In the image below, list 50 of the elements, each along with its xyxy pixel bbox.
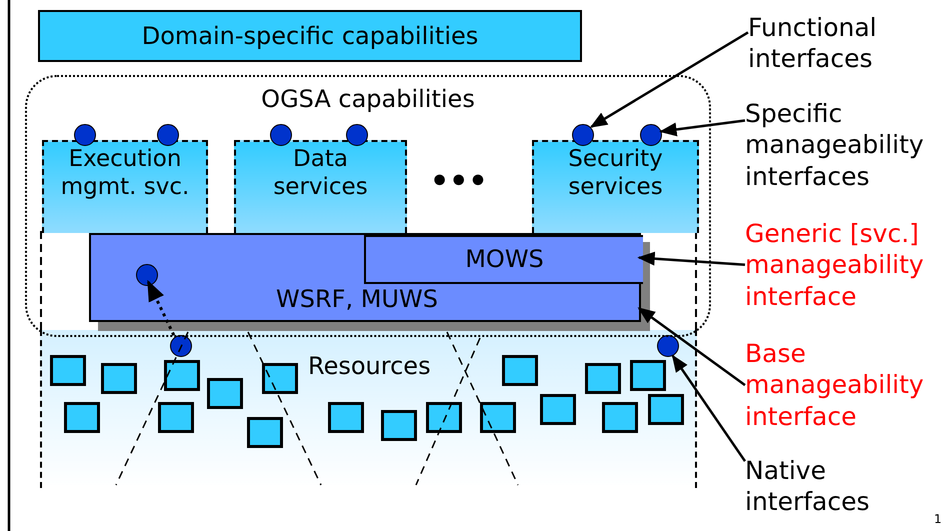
callout-text: Generic [svc.] manageability interface [745, 218, 949, 314]
resource-square [64, 402, 100, 433]
resource-square [648, 394, 684, 425]
interface-dot [136, 264, 158, 286]
interface-dot [657, 335, 679, 357]
interface-dot [270, 124, 292, 146]
capability-region [25, 75, 711, 337]
resource-square [381, 410, 417, 441]
resource-square [426, 402, 462, 433]
resource-square [262, 363, 298, 394]
resource-square [158, 402, 194, 433]
arrow [590, 31, 749, 128]
interface-dot [572, 124, 594, 146]
callout-text: Base manageability interface [745, 338, 949, 434]
callout-text: Specific manageability interfaces [745, 98, 945, 196]
resource-square [540, 394, 576, 425]
arrow [638, 307, 746, 386]
resource-square [101, 363, 137, 394]
callout-text: Native interfaces [745, 455, 905, 523]
resource-square [328, 402, 364, 433]
resource-square [164, 360, 200, 391]
page-number: 1 [934, 512, 942, 526]
arrow [637, 252, 746, 266]
resource-square [207, 378, 243, 409]
interface-dot [74, 124, 96, 146]
resource-square [502, 355, 538, 386]
arrow [672, 354, 746, 462]
region-title: OGSA capabilities [260, 85, 476, 114]
callout-text: Functional interfaces [748, 12, 898, 76]
resource-square [602, 402, 638, 433]
service-box: Execution mgmt. svc. [42, 140, 208, 233]
interface-dot [157, 124, 179, 146]
resource-square [50, 355, 86, 386]
layer-label: WSRF, MUWS [275, 285, 439, 314]
resource-square [480, 402, 516, 433]
layer-box: MOWS [364, 235, 643, 284]
dotted-arrow [146, 280, 176, 336]
resource-square [247, 417, 283, 448]
resource-square [585, 363, 621, 394]
interface-dot [640, 124, 662, 146]
arrow [659, 119, 746, 136]
area-label: Resources [308, 352, 431, 381]
resource-area [40, 330, 697, 488]
interface-dot [170, 335, 192, 357]
capability-bar: Domain-specific capabilities [38, 10, 582, 62]
resource-square [630, 360, 666, 391]
service-box: Data services [234, 140, 407, 233]
ellipsis-mark: ••• [430, 164, 488, 200]
service-box: Security services [532, 140, 699, 233]
interface-dot [346, 124, 368, 146]
